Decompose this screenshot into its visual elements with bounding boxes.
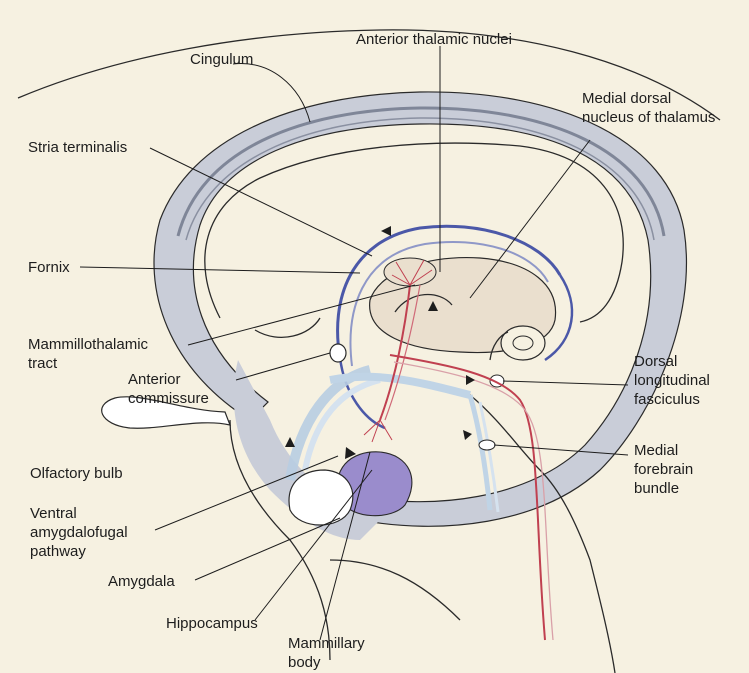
label-mammillary-body: Mammillary body (288, 635, 369, 671)
label-amygdala: Amygdala (108, 573, 175, 590)
label-mammillothalamic-tract: Mammillothalamic tract (28, 336, 152, 372)
label-stria-terminalis: Stria terminalis (28, 139, 127, 156)
label-hippocampus: Hippocampus (166, 615, 258, 632)
anterior-commissure (330, 344, 346, 362)
hippocampus (289, 470, 353, 525)
label-dorsal-longitudinal-fasciculus: Dorsal longitudinal fasciculus (634, 353, 714, 408)
label-olfactory-bulb: Olfactory bulb (30, 465, 123, 482)
label-medial-dorsal-nucleus: Medial dorsal nucleus of thalamus (582, 90, 715, 126)
label-ventral-amygdalofugal-pathway: Ventral amygdalofugal pathway (30, 505, 132, 560)
label-fornix: Fornix (28, 259, 70, 276)
label-anterior-thalamic-nuclei: Anterior thalamic nuclei (356, 31, 512, 48)
label-anterior-commissure: Anterior commissure (128, 371, 209, 407)
brainstem (230, 395, 615, 673)
label-medial-forebrain-bundle: Medial forebrain bundle (634, 442, 697, 497)
label-cingulum: Cingulum (190, 51, 253, 68)
medial-forebrain-bundle-cross-section (479, 440, 495, 450)
